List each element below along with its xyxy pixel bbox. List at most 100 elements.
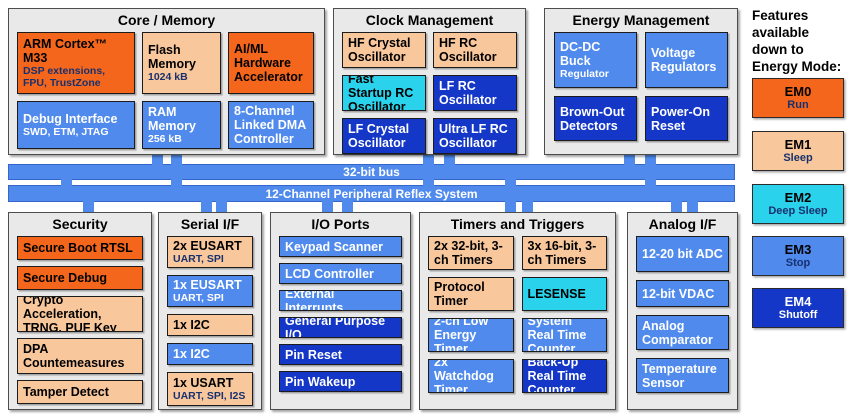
bus-connector <box>61 179 72 187</box>
ai-ml-hardware-accelerator-box: AI/ML Hardware Accelerator <box>228 32 314 94</box>
energy-mode-sublabel: Stop <box>785 256 811 269</box>
box-label: 1x I2C <box>173 347 210 361</box>
box-label: 2x EUSART <box>173 238 242 253</box>
bus-connector <box>671 201 682 213</box>
3x-16-bit-3-ch-timers-box: 3x 16-bit, 3-ch Timers <box>521 236 607 270</box>
power-on-reset-box: Power-On Reset <box>645 96 728 141</box>
section-title: Security <box>52 216 108 232</box>
box-label: Pin Reset <box>285 347 342 362</box>
box-label: 2x 32-bit, 3-ch Timers <box>434 239 503 267</box>
box-sublabel: 1024 kB <box>148 70 188 83</box>
box-label: System Real Time Counter <box>527 318 587 352</box>
box-label: External Interrupts <box>285 290 344 311</box>
bus-connector <box>423 179 434 187</box>
secure-debug-box: Secure Debug <box>17 266 143 290</box>
energy-mode-name: EM3 <box>784 241 812 257</box>
system-real-time-counter-box: System Real Time Counter <box>521 318 607 352</box>
section-title: Timers and Triggers <box>450 216 585 232</box>
box-label: Flash Memory <box>148 42 196 71</box>
box-label: 12-20 bit ADC <box>642 247 723 261</box>
energy-mode-sublabel: Deep Sleep <box>768 204 828 217</box>
bus-connector <box>444 154 455 165</box>
general-purpose-i-o-box: General Purpose I/O <box>279 317 402 338</box>
box-label: Secure Debug <box>23 271 108 285</box>
bus-connector <box>342 201 353 213</box>
bus-connector <box>645 154 656 165</box>
bus-reflex-label: 12-Channel Peripheral Reflex System <box>265 186 478 201</box>
section-title: Serial I/F <box>180 216 240 232</box>
box-label: 3x 16-bit, 3-ch Timers <box>527 239 597 267</box>
protocol-timer-box: Protocol Timer <box>428 277 514 311</box>
section-title: Core / Memory <box>117 12 216 28</box>
legend-title: Features available down to Energy Mode: <box>752 8 842 74</box>
box-sublabel: UART, SPI <box>173 252 224 265</box>
bus-connector <box>423 154 434 165</box>
lcd-controller-box: LCD Controller <box>279 263 402 284</box>
box-label: Keypad Scanner <box>285 239 383 254</box>
pin-wakeup-box: Pin Wakeup <box>279 371 402 392</box>
crypto-acceleration-trng-puf-key-box: Crypto Acceleration, TRNG, PUF Key <box>17 296 143 332</box>
pin-reset-box: Pin Reset <box>279 344 402 365</box>
box-label: LF RC Oscillator <box>439 79 497 107</box>
dpa-countemeasures-box: DPA Countemeasures <box>17 338 143 374</box>
box-label: Ultra LF RC Oscillator <box>439 122 508 150</box>
energy-mode-sublabel: Shutoff <box>778 308 818 321</box>
hf-crystal-oscillator-box: HF Crystal Oscillator <box>342 32 426 68</box>
12-20-bit-adc-box: 12-20 bit ADC <box>636 236 729 272</box>
lf-crystal-oscillator-box: LF Crystal Oscillator <box>342 118 426 154</box>
bus-connector <box>152 154 163 165</box>
bus-connector <box>624 154 635 165</box>
energy-mode-sublabel: Run <box>787 98 809 111</box>
box-sublabel: UART, SPI, I2S <box>173 389 246 402</box>
bus-connector <box>522 201 533 213</box>
12-bit-vdac-box: 12-bit VDAC <box>636 280 729 307</box>
temperature-sensor-box: Temperature Sensor <box>636 358 729 393</box>
box-label: 1x EUSART <box>173 277 242 292</box>
bus-connector <box>216 201 227 213</box>
box-label: 12-bit VDAC <box>642 286 715 301</box>
external-interrupts-box: External Interrupts <box>279 290 402 311</box>
box-label: ARM Cortex™ M33 <box>23 36 108 65</box>
1x-i2c-box: 1x I2C <box>167 314 253 336</box>
keypad-scanner-box: Keypad Scanner <box>279 236 402 257</box>
box-label: LCD Controller <box>285 266 374 281</box>
box-label: Back-Up Real Time Counter <box>527 359 587 393</box>
box-label: Protocol Timer <box>434 280 485 308</box>
box-sublabel: SWD, ETM, JTAG <box>23 125 109 138</box>
tamper-detect-box: Tamper Detect <box>17 380 143 404</box>
box-label: LESENSE <box>527 287 586 301</box>
energy-mode-sublabel: Sleep <box>783 151 813 164</box>
lf-rc-oscillator-box: LF RC Oscillator <box>433 75 517 111</box>
bus-connector <box>171 179 182 187</box>
box-label: HF Crystal Oscillator <box>348 36 411 64</box>
section-title: Clock Management <box>365 12 494 28</box>
fast-startup-rc-oscillator-box: Fast Startup RC Oscillator <box>342 75 426 111</box>
bus-connector <box>171 154 182 165</box>
box-label: Fast Startup RC Oscillator <box>348 75 414 111</box>
box-sublabel: UART, SPI <box>173 291 224 304</box>
box-label: HF RC Oscillator <box>439 36 497 64</box>
bus-connector <box>201 201 212 213</box>
section-clock-management: Clock Management HF Crystal Oscillator HF… <box>333 8 526 155</box>
box-label: Analog Comparator <box>642 318 713 347</box>
section-timers-triggers: Timers and Triggers 2x 32-bit, 3-ch Time… <box>419 212 616 410</box>
box-label: RAM Memory <box>148 104 196 133</box>
2x-32-bit-3-ch-timers-box: 2x 32-bit, 3-ch Timers <box>428 236 514 270</box>
box-label: Crypto Acceleration, TRNG, PUF Key <box>23 296 117 332</box>
box-label: AI/ML Hardware Accelerator <box>234 42 303 84</box>
